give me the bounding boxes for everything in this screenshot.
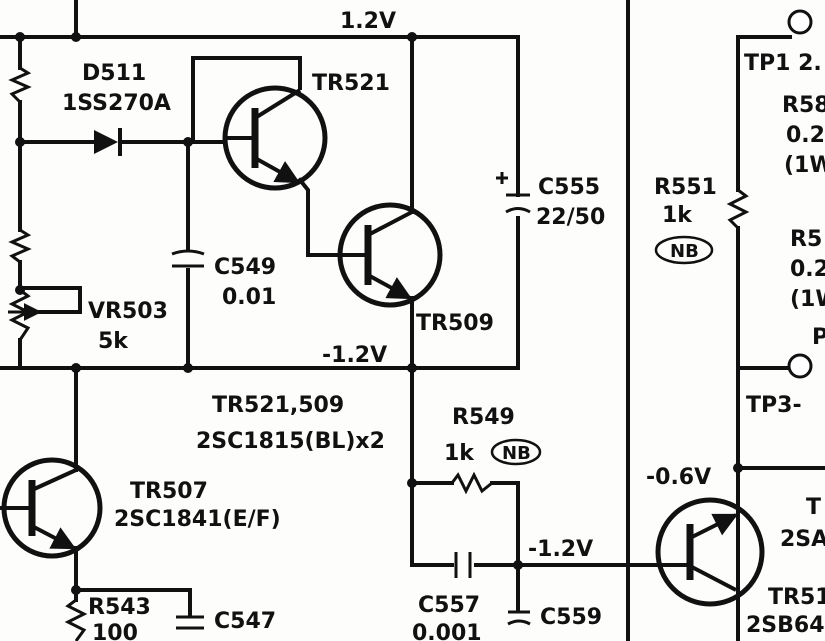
- r5x-rating: (1W: [790, 287, 825, 312]
- r5x-ref: R5: [790, 227, 822, 252]
- resistor-mid-left: [8, 228, 32, 264]
- vr503-ref: VR503: [88, 299, 168, 324]
- top-rail-voltage: 1.2V: [340, 9, 396, 34]
- bottom-node-voltage: -1.2V: [528, 537, 593, 562]
- labels: 1.2V D511 1SS270A TR521 TR509 C549 0.01 …: [62, 9, 825, 641]
- r5x-value: 0.2: [790, 257, 825, 282]
- r551-nb-badge-outline: [654, 235, 714, 265]
- tr509-ref: TR509: [416, 311, 494, 336]
- tr5x-part: 2SA: [780, 527, 825, 552]
- r543-ref: R543: [88, 595, 151, 620]
- vr503-resistor: [8, 288, 32, 341]
- r549-resistor: [450, 471, 493, 495]
- tp3-test-point: [787, 353, 813, 379]
- resistor-top-left: [8, 66, 32, 104]
- tr51x-part: 2SB64: [746, 613, 825, 638]
- c559-ref: C559: [540, 605, 602, 630]
- d511-diode: [94, 128, 122, 156]
- r543-value: 100: [92, 621, 138, 641]
- tr51x-ref: TR51: [768, 585, 825, 610]
- r58x-rating: (1W: [784, 153, 825, 178]
- c549-value: 0.01: [222, 285, 276, 310]
- c549-capacitor: [171, 249, 205, 268]
- r549-ref: R549: [452, 405, 515, 430]
- right-edge-p: P: [812, 325, 825, 350]
- r551-resistor: [726, 188, 750, 230]
- d511-part: 1SS270A: [62, 91, 171, 116]
- tr521-ref: TR521: [312, 71, 390, 96]
- r58x-value: 0.2: [786, 123, 825, 148]
- nb-badges: [490, 235, 714, 466]
- c547-capacitor: [176, 615, 204, 630]
- r549-nb-badge-outline: [490, 438, 542, 466]
- c557-ref: C557: [418, 593, 480, 618]
- tp1-label: TP1 2.: [744, 51, 822, 76]
- tr507-ref: TR507: [130, 479, 208, 504]
- test-points: [787, 9, 813, 379]
- tp1-test-point: [787, 9, 813, 35]
- c559-capacitor: [507, 610, 531, 626]
- tr51x-transistor: [655, 497, 765, 607]
- r551-nb-badge: NB: [670, 241, 699, 262]
- pair-note-refs: TR521,509: [212, 393, 344, 418]
- r549-value: 1k: [444, 441, 475, 466]
- capacitors: [171, 172, 531, 630]
- tr5x-ref: T: [806, 495, 821, 520]
- c557-capacitor: [454, 552, 472, 578]
- right-node-voltage: -0.6V: [646, 465, 711, 490]
- c547-ref: C547: [214, 609, 276, 634]
- tr507-part: 2SC1841(E/F): [114, 507, 281, 532]
- c549-ref: C549: [214, 255, 276, 280]
- tr509-transistor: [337, 202, 443, 308]
- r543-resistor: [64, 598, 88, 641]
- tr507-transistor: [0, 457, 103, 559]
- tr521-transistor: [222, 85, 328, 191]
- c555-capacitor: [496, 172, 531, 214]
- r551-value: 1k: [662, 203, 693, 228]
- top-rail-wire: [0, 35, 520, 197]
- c555-ref: C555: [538, 175, 600, 200]
- r58x-ref: R58: [782, 93, 825, 118]
- junctions: [15, 32, 743, 595]
- r551-ref: R551: [654, 175, 717, 200]
- vr503-value: 5k: [98, 329, 129, 354]
- c555-value: 22/50: [536, 205, 605, 230]
- pair-note-part: 2SC1815(BL)x2: [196, 429, 385, 454]
- d511-ref: D511: [82, 61, 146, 86]
- r549-nb-badge: NB: [502, 443, 531, 464]
- tp3-label: TP3-: [746, 393, 802, 418]
- mid-rail-voltage: -1.2V: [322, 343, 387, 368]
- c557-value: 0.001: [412, 621, 482, 641]
